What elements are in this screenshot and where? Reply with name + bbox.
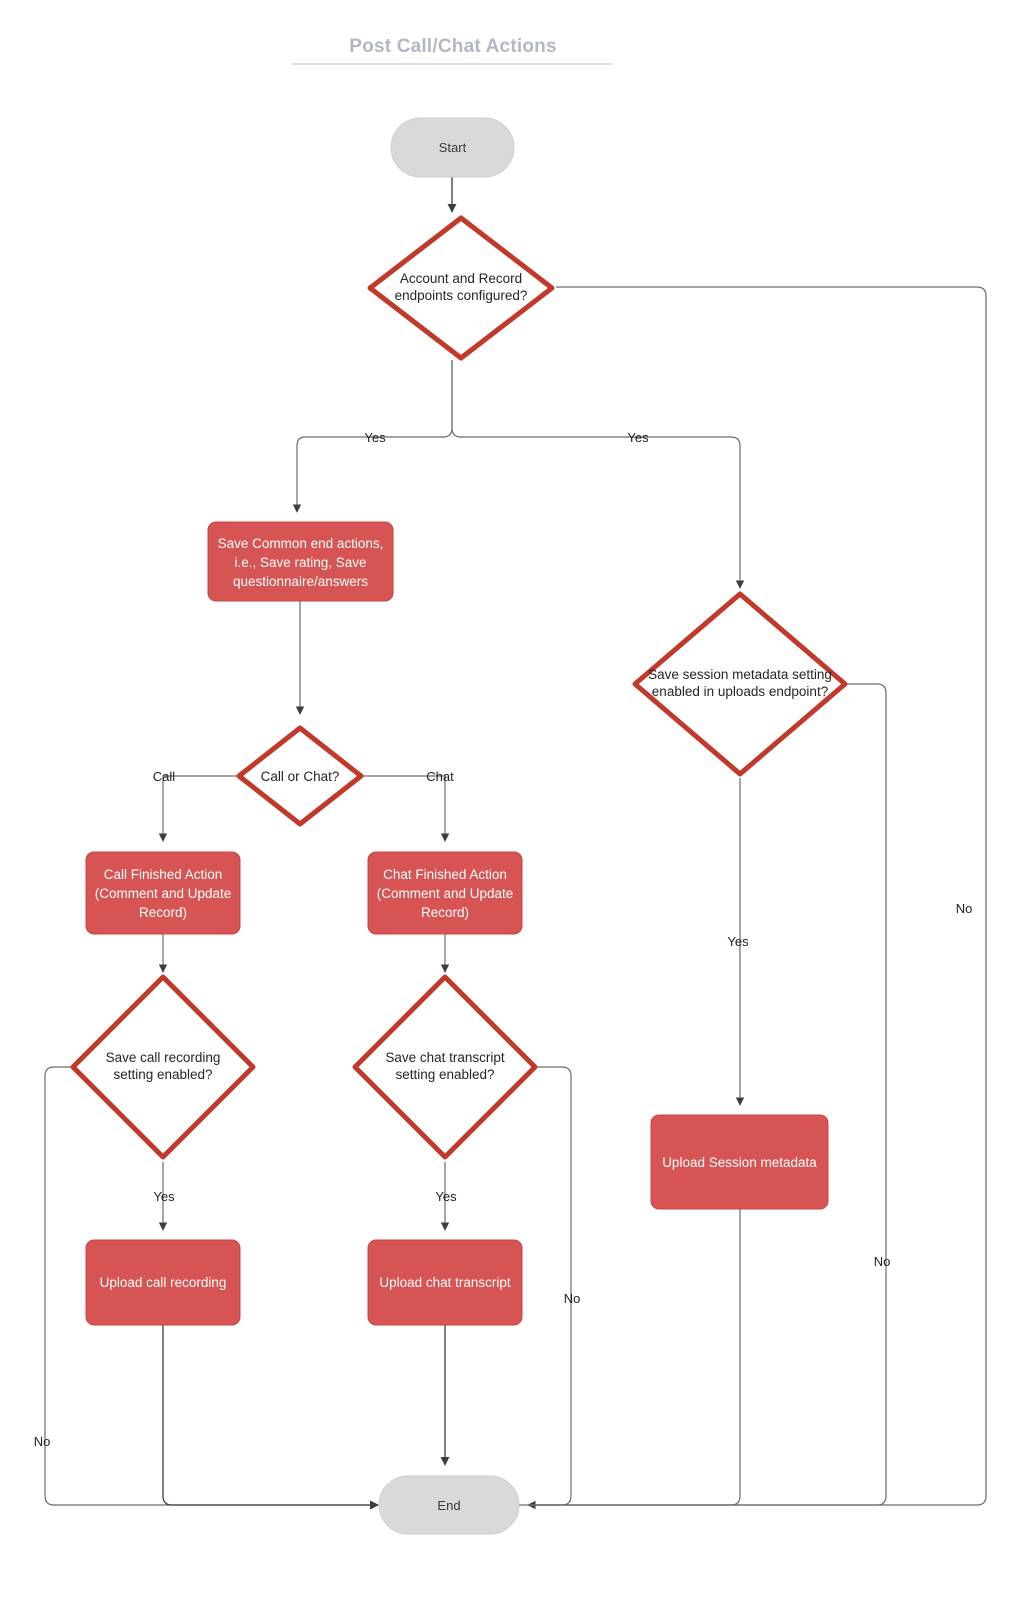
- save-common-actions-line3: questionnaire/answers: [233, 574, 368, 589]
- node-end[interactable]: End: [378, 1475, 520, 1535]
- edge-label-no-callrec: No: [34, 1434, 51, 1449]
- upload-session-metadata-label: Upload Session metadata: [662, 1155, 817, 1170]
- node-upload-chat-transcript[interactable]: Upload chat transcript: [367, 1239, 523, 1326]
- edge-endpoints-yes-left: [292, 360, 453, 513]
- edge-label-no-sessmeta: No: [874, 1254, 891, 1269]
- end-label: End: [437, 1498, 460, 1513]
- edge-upcall-to-end: [162, 1325, 379, 1510]
- chat-finished-action-line1: Chat Finished Action: [383, 867, 507, 882]
- edge-label-no-endpoints: No: [956, 901, 973, 916]
- edge-label-yes-right: Yes: [627, 430, 649, 445]
- decision-save-session-metadata-line1: Save session metadata setting: [648, 667, 832, 682]
- upload-chat-transcript-label: Upload chat transcript: [379, 1275, 511, 1290]
- call-finished-action-line3: Record): [139, 905, 187, 920]
- node-decision-save-call-recording[interactable]: Save call recording setting enabled?: [70, 974, 256, 1160]
- decision-endpoints-line1: Account and Record: [400, 271, 522, 286]
- start-label: Start: [439, 140, 467, 155]
- call-finished-action-line2: (Comment and Update: [95, 886, 232, 901]
- decision-save-call-recording-shape: [70, 974, 256, 1160]
- upload-chat-transcript-shape: [367, 1239, 523, 1326]
- node-decision-endpoints[interactable]: Account and Record endpoints configured?: [367, 215, 555, 361]
- start-shape: [390, 117, 515, 178]
- chat-finished-action-line2: (Comment and Update: [377, 886, 514, 901]
- decision-save-call-recording-line2: setting enabled?: [113, 1067, 212, 1082]
- edge-label-chat: Chat: [426, 769, 454, 784]
- edge-label-yes-sessmeta: Yes: [727, 934, 749, 949]
- upload-call-recording-shape: [85, 1239, 241, 1326]
- decision-call-or-chat-shape: [236, 725, 364, 827]
- call-finished-action-shape: [85, 851, 241, 935]
- node-decision-call-or-chat[interactable]: Call or Chat?: [236, 725, 364, 827]
- node-decision-save-session-metadata[interactable]: Save session metadata setting enabled in…: [632, 591, 848, 777]
- node-start[interactable]: Start: [390, 117, 515, 178]
- decision-save-session-metadata-shape: [632, 591, 848, 777]
- edge-label-call: Call: [153, 769, 176, 784]
- upload-call-recording-label: Upload call recording: [100, 1275, 227, 1290]
- save-common-actions-line1: Save Common end actions,: [218, 536, 384, 551]
- edge-endpoints-no: [527, 286, 987, 1510]
- save-common-actions-line2: i.e., Save rating, Save: [234, 555, 366, 570]
- node-save-common-actions[interactable]: Save Common end actions, i.e., Save rati…: [207, 521, 394, 602]
- node-call-finished-action[interactable]: Call Finished Action (Comment and Update…: [85, 851, 241, 935]
- decision-save-call-recording-line1: Save call recording: [106, 1050, 221, 1065]
- decision-endpoints-line2: endpoints configured?: [395, 288, 528, 303]
- node-decision-save-chat-transcript[interactable]: Save chat transcript setting enabled?: [352, 974, 538, 1160]
- decision-save-chat-transcript-shape: [352, 974, 538, 1160]
- decision-save-session-metadata-line2: enabled in uploads endpoint?: [652, 684, 828, 699]
- decision-save-chat-transcript-line2: setting enabled?: [395, 1067, 494, 1082]
- end-shape: [378, 1475, 520, 1535]
- edge-callchat-call: [158, 775, 238, 842]
- node-chat-finished-action[interactable]: Chat Finished Action (Comment and Update…: [367, 851, 523, 935]
- chat-finished-action-line3: Record): [421, 905, 469, 920]
- edge-label-yes-left: Yes: [364, 430, 386, 445]
- call-finished-action-line1: Call Finished Action: [104, 867, 223, 882]
- upload-session-metadata-shape: [650, 1114, 829, 1210]
- page-title-group: Post Call/Chat Actions: [292, 36, 613, 65]
- edge-label-no-chattrans: No: [564, 1291, 581, 1306]
- decision-endpoints-shape: [367, 215, 555, 361]
- edge-callchat-chat: [363, 775, 450, 842]
- edge-endpoints-yes-right: [451, 360, 745, 589]
- decision-call-or-chat-label: Call or Chat?: [261, 769, 340, 784]
- edge-label-yes-callrec: Yes: [153, 1189, 175, 1204]
- edge-sessmeta-no: [528, 683, 887, 1506]
- edge-callrec-no: [44, 1066, 379, 1510]
- save-common-actions-shape: [207, 521, 394, 602]
- edge-label-yes-chattrans: Yes: [435, 1189, 457, 1204]
- node-upload-session-metadata[interactable]: Upload Session metadata: [650, 1114, 829, 1210]
- node-upload-call-recording[interactable]: Upload call recording: [85, 1239, 241, 1326]
- decision-save-chat-transcript-line1: Save chat transcript: [385, 1050, 505, 1065]
- page-title: Post Call/Chat Actions: [349, 36, 556, 57]
- edge-upmeta-to-end: [528, 1209, 741, 1506]
- chat-finished-action-shape: [367, 851, 523, 935]
- edge-layer: [44, 177, 987, 1510]
- edge-label-layer: Yes Yes No Call Chat Yes Yes No No Yes N…: [34, 430, 973, 1449]
